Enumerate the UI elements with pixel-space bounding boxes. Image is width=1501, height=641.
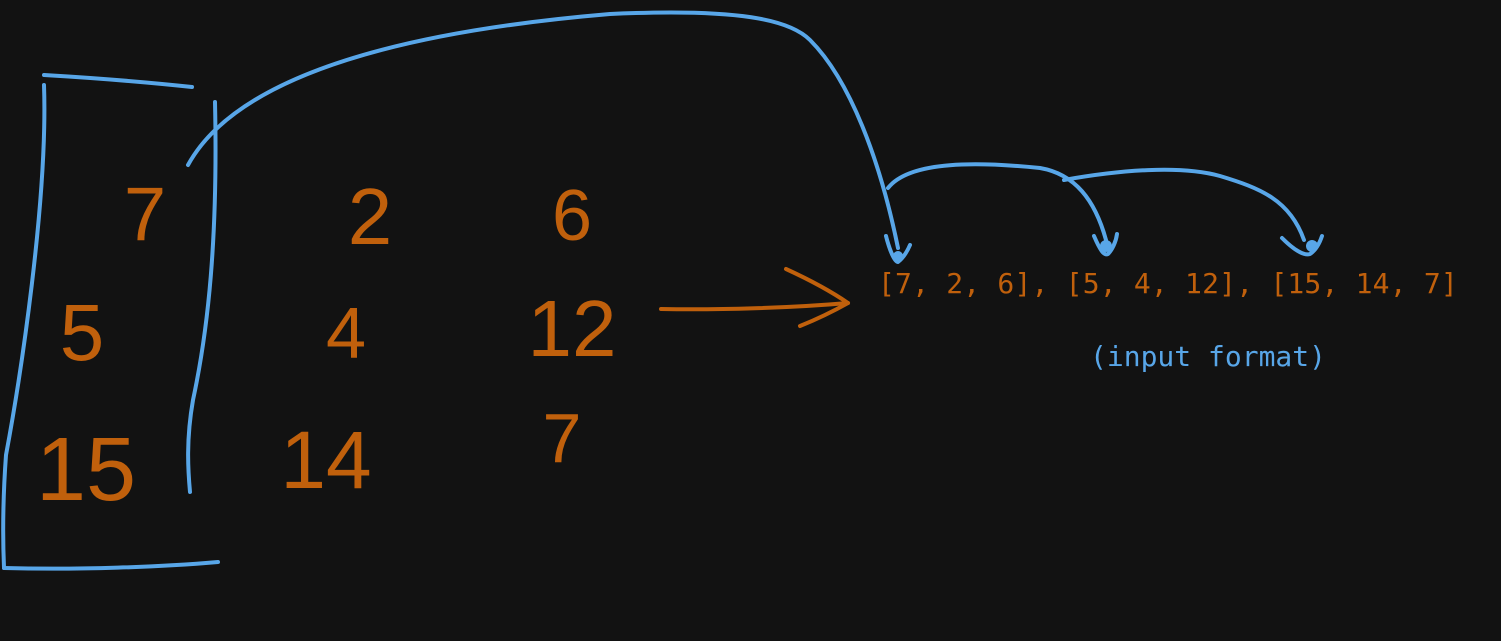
matrix-entries: 7 2 6 5 4 12 15 14 7 — [36, 172, 617, 520]
matrix-cell: 4 — [326, 294, 366, 374]
hop-arrow-2-head — [1280, 234, 1324, 257]
hop-arrow-2 — [1062, 167, 1306, 242]
triple-hop-arrows — [886, 162, 1324, 257]
matrix-cell: 7 — [543, 399, 582, 477]
matrix-cell: 12 — [528, 284, 617, 373]
hop-arrow-1-head — [1092, 232, 1119, 257]
hop-arrow-1-dot — [1100, 240, 1112, 252]
matrix-cell: 7 — [124, 172, 166, 257]
matrix-to-text-arrow — [659, 267, 850, 328]
hop-arrow-1 — [886, 162, 1108, 242]
first-column-divider — [186, 100, 218, 494]
long-curve-arrow-dot — [893, 251, 903, 261]
matrix-cell: 14 — [280, 415, 371, 506]
matrix-cell: 2 — [348, 172, 393, 261]
bracket-left-line — [1, 83, 47, 570]
matrix-cell: 6 — [552, 176, 592, 256]
matrix-bracket — [1, 73, 220, 571]
orange-arrow-shaft — [659, 301, 850, 312]
long-curve-arrowhead — [884, 234, 912, 264]
input-format-array-text: [7, 2, 6], [5, 4, 12], [15, 14, 7] — [878, 267, 1458, 300]
bracket-bottom-bar — [2, 560, 220, 571]
orange-arrow-head — [784, 267, 850, 328]
bracket-top-bar — [42, 73, 194, 89]
matrix-cell: 15 — [36, 420, 136, 520]
column-to-output-arrow — [186, 10, 912, 264]
long-curve-arrow — [186, 10, 900, 250]
input-format-caption: (input format) — [1090, 340, 1327, 373]
matrix-cell: 5 — [60, 288, 105, 377]
hop-arrow-2-dot — [1306, 240, 1318, 252]
